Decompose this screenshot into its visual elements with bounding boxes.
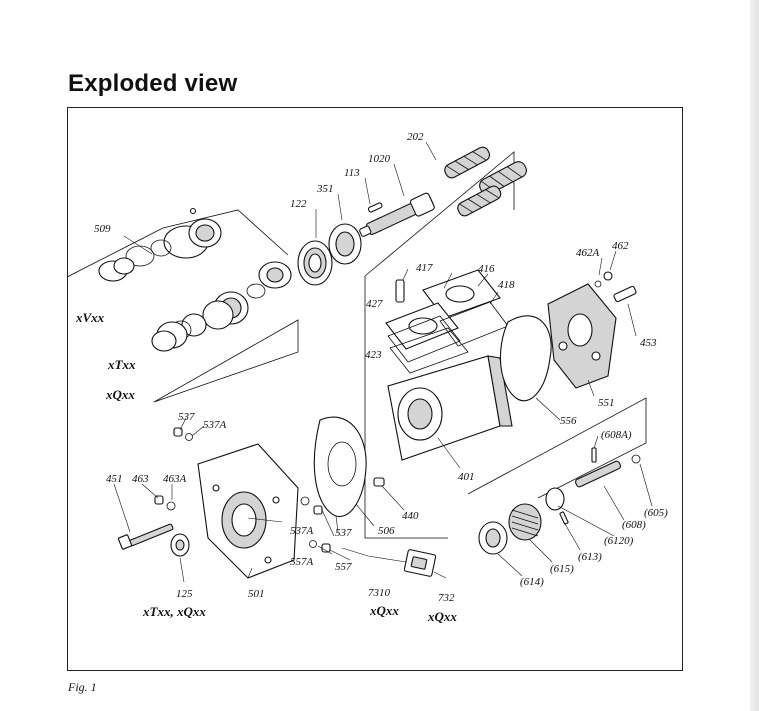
label-125: 125 (176, 588, 193, 600)
plug-462 (603, 271, 613, 281)
label-351: 351 (316, 183, 334, 195)
ball-bearing-122 (297, 240, 333, 286)
bolt-453 (613, 285, 637, 303)
label-202: 202 (407, 131, 424, 143)
page-edge-shadow (750, 0, 759, 711)
label-7310: 7310 (368, 587, 391, 599)
gasket-556 (499, 315, 552, 402)
label-506: 506 (378, 525, 395, 537)
label-113: 113 (344, 167, 360, 179)
figure-caption: Fig. 1 (68, 680, 97, 694)
page-title: Exploded view (68, 70, 238, 97)
rotor-set-202 (444, 146, 527, 217)
label-453: 453 (640, 337, 657, 349)
fitting-440 (373, 477, 385, 487)
seal-set-xTxx (151, 283, 266, 352)
label-417: 417 (416, 262, 433, 274)
label-509: 509 (94, 223, 111, 235)
variant-label-xQxx-7310: xQxx (369, 603, 399, 618)
label-614: (614) (520, 576, 544, 588)
label-613: (613) (578, 551, 602, 563)
label-463A: 463A (163, 473, 187, 485)
label-122: 122 (290, 198, 307, 210)
label-401: 401 (458, 471, 475, 483)
cover-plates-416-418 (385, 269, 509, 374)
part-labels: 202 1020 113 351 122 509 462A 462 417 41… (94, 131, 668, 604)
label-451: 451 (106, 473, 123, 485)
leader-lines (113, 141, 653, 583)
label-537A: 537A (203, 419, 227, 431)
label-423: 423 (365, 349, 382, 361)
label-463: 463 (132, 473, 149, 485)
variant-label-xTxx-xQxx: xTxx, xQxx (142, 604, 206, 619)
end-cover-551 (547, 271, 637, 389)
label-462: 462 (612, 240, 629, 252)
label-557: 557 (335, 561, 352, 573)
label-537A-b: 537A (290, 525, 314, 537)
label-551: 551 (598, 397, 615, 409)
variant-labels: xVxx xTxx xQxx xTxx, xQxx xQxx xQxx (75, 310, 457, 624)
drive-shaft-1020 (359, 192, 435, 237)
gasket-506 (313, 416, 385, 518)
screw-417 (395, 279, 405, 303)
washer-351 (328, 223, 362, 265)
mechanical-seal-509 (98, 207, 292, 289)
label-556: 556 (560, 415, 577, 427)
bolt-451 (117, 523, 174, 550)
variant-label-xTxx: xTxx (107, 357, 136, 372)
small-fittings (154, 427, 331, 557)
variant-label-xVxx: xVxx (75, 310, 105, 325)
label-557A: 557A (290, 556, 314, 568)
label-418: 418 (498, 279, 515, 291)
relief-valve-parts (478, 447, 641, 555)
label-615: (615) (550, 563, 574, 575)
label-416: 416 (478, 263, 495, 275)
label-501: 501 (248, 588, 265, 600)
key-113 (367, 202, 383, 213)
label-6120: (6120) (604, 535, 634, 547)
temperature-sensor (341, 547, 437, 577)
label-605: (605) (644, 507, 668, 519)
label-608: (608) (622, 519, 646, 531)
label-427: 427 (366, 298, 383, 310)
label-537: 537 (178, 411, 195, 423)
exploded-view-drawing: 202 1020 113 351 122 509 462A 462 417 41… (68, 131, 668, 624)
label-1020: 1020 (368, 153, 391, 165)
label-462A: 462A (576, 247, 600, 259)
label-608A: (608A) (601, 429, 632, 441)
variant-label-xQxx-732: xQxx (427, 609, 457, 624)
label-537-b: 537 (335, 527, 352, 539)
pump-housing-401 (387, 355, 513, 461)
label-732: 732 (438, 592, 455, 604)
label-440: 440 (402, 510, 419, 522)
variant-label-xQxx: xQxx (105, 387, 135, 402)
bearing-housing-501 (197, 443, 299, 579)
exploded-view-figure: 202 1020 113 351 122 509 462A 462 417 41… (67, 107, 683, 671)
